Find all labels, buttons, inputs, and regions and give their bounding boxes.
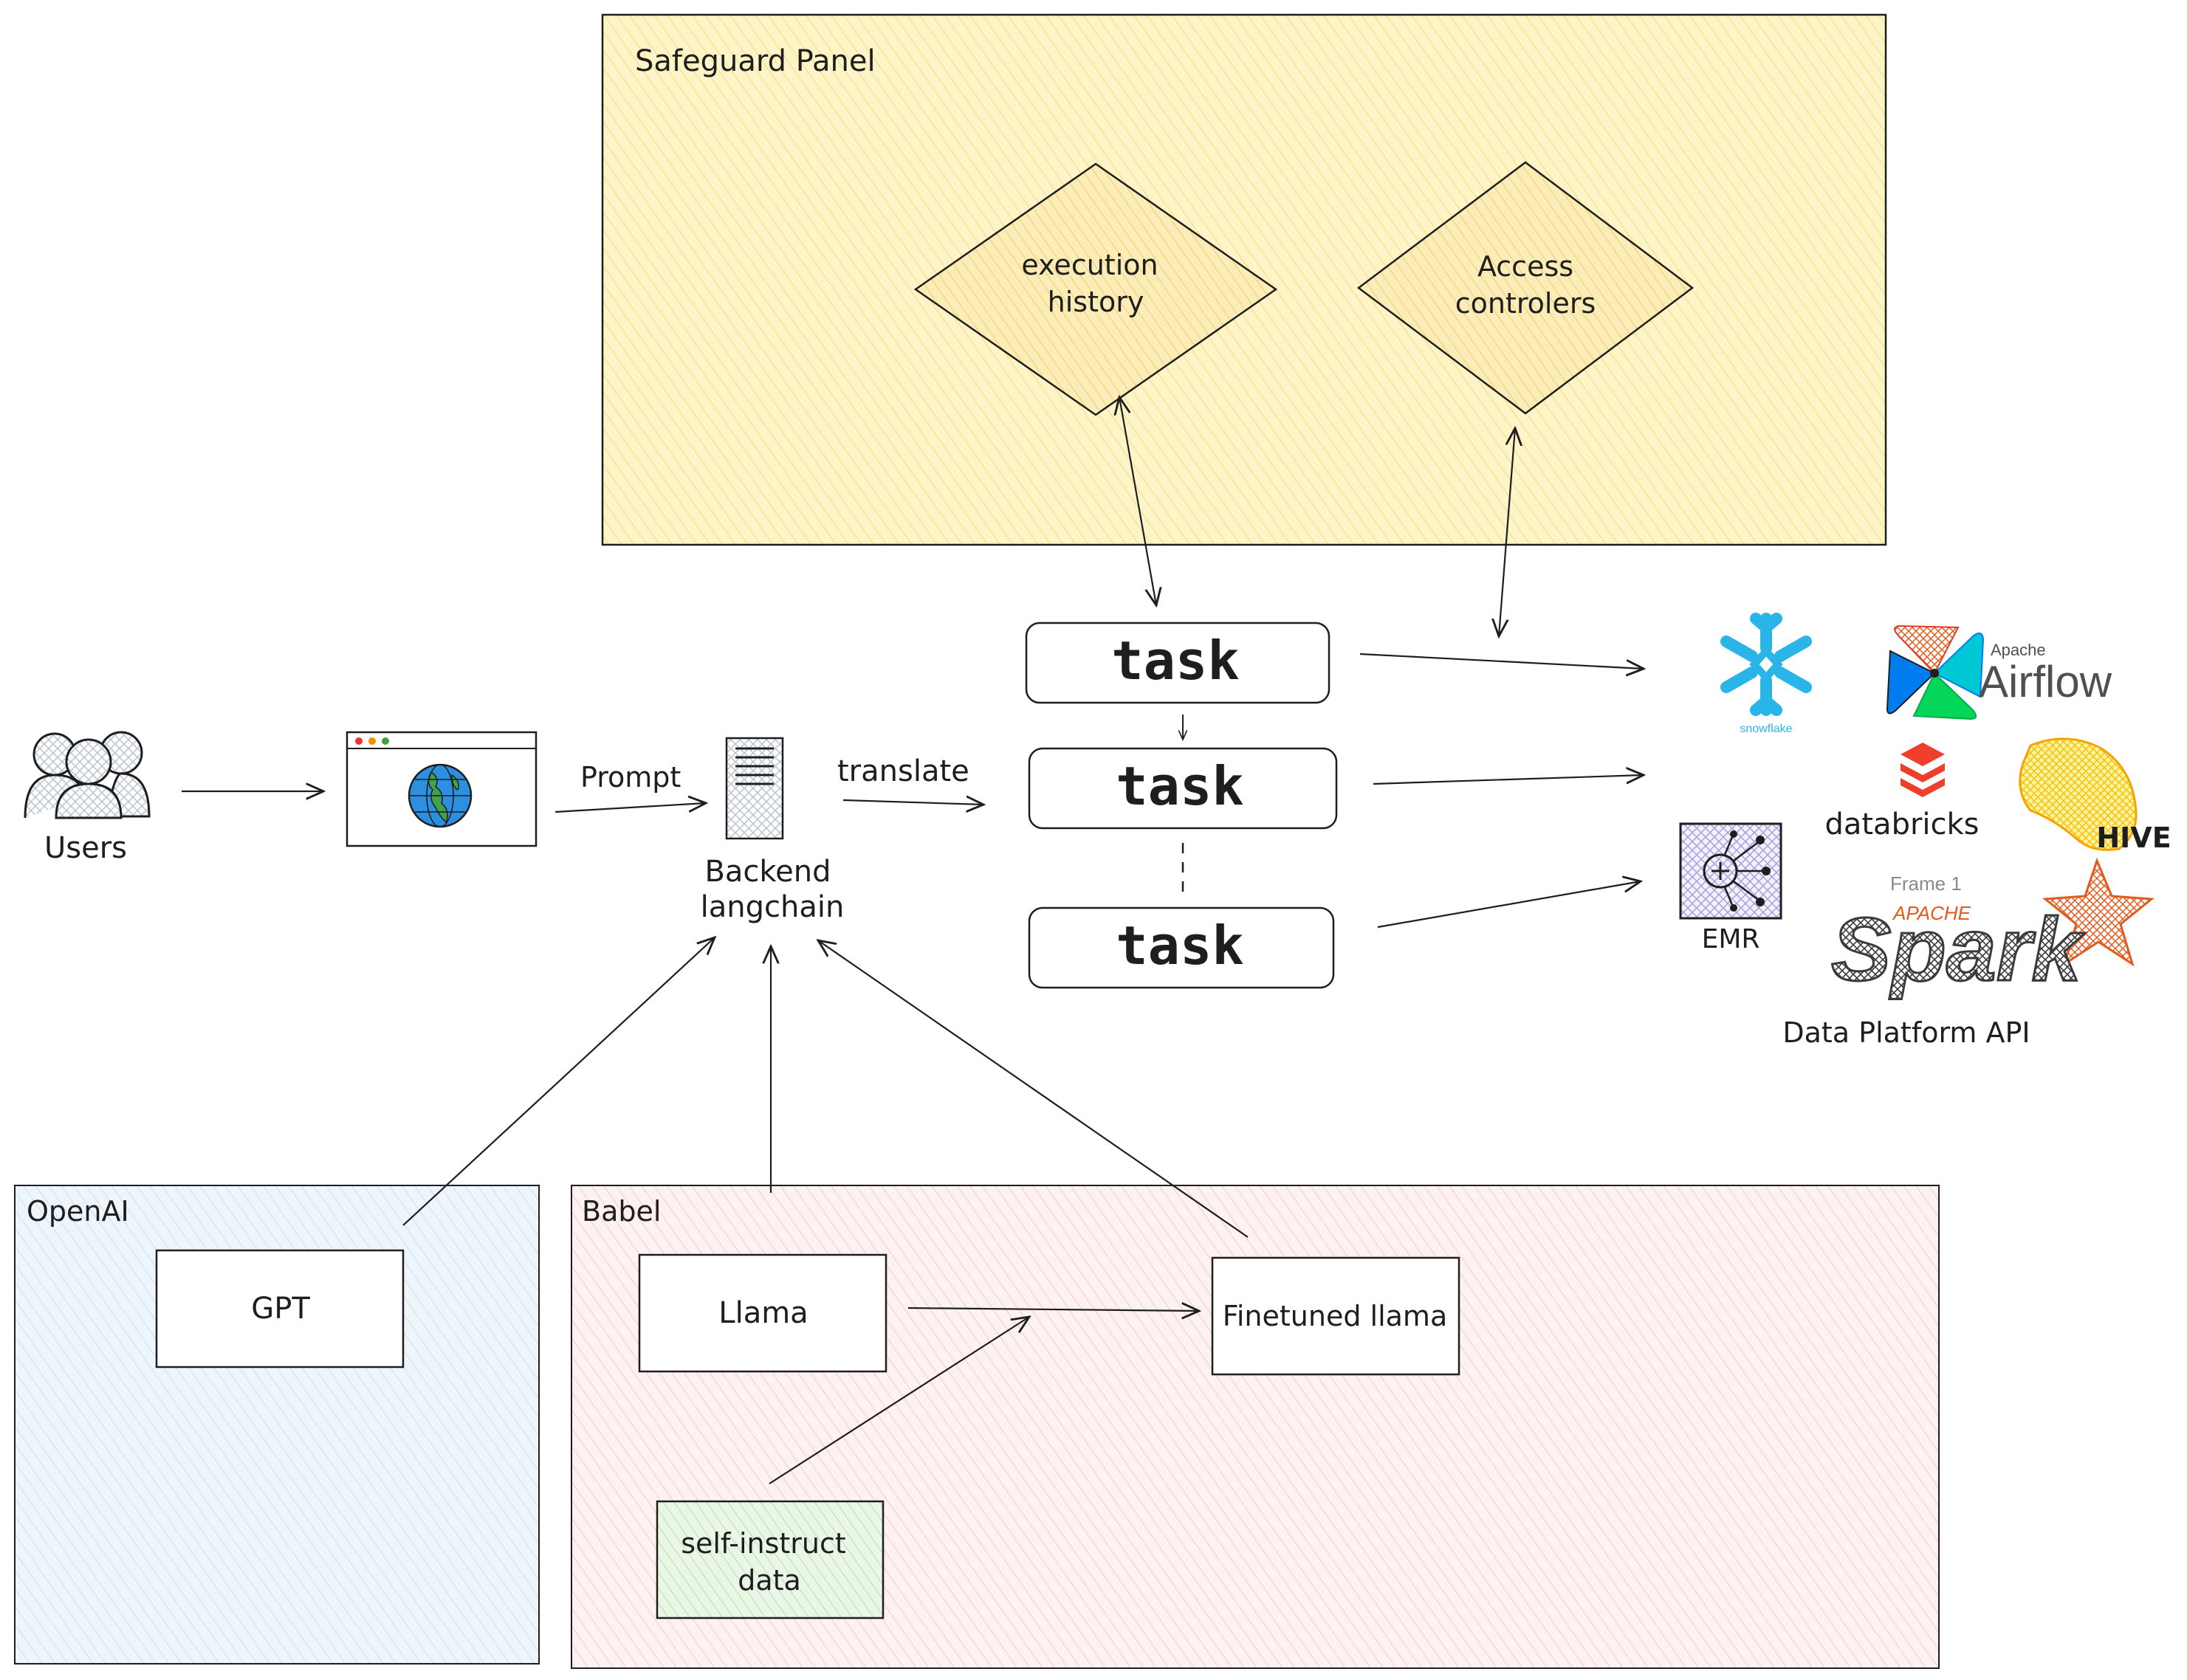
self-instruct-line2: data [738, 1564, 801, 1597]
frame-label: Frame 1 [1890, 872, 1962, 895]
task-box-3[interactable]: task [1028, 906, 1335, 989]
execution-history-diamond[interactable]: execution history [913, 162, 1278, 416]
task-box-1[interactable]: task [1025, 622, 1331, 704]
finetuned-llama-label: Finetuned llama [1223, 1300, 1447, 1332]
selfinstruct-arrow [769, 1317, 1029, 1484]
execution-task-arrow [1119, 397, 1156, 605]
translate-label: translate [837, 754, 969, 788]
airflow-label: Airflow [1979, 657, 2112, 706]
openai-title: OpenAI [27, 1195, 129, 1228]
finetuned-backend-arrow [818, 940, 1249, 1238]
databricks-label: databricks [1824, 808, 1979, 841]
browser-minimize-dot [368, 737, 376, 745]
babel-title: Babel [582, 1195, 661, 1228]
safeguard-panel-title: Safeguard Panel [635, 44, 876, 78]
finetuned-llama-box[interactable]: Finetuned llama [1211, 1256, 1460, 1376]
task-box-2[interactable]: task [1028, 747, 1338, 830]
browser-close-dot [355, 737, 363, 745]
data-platform-caption: Data Platform API [1782, 1016, 2030, 1049]
snowflake-logo: snowflake [1720, 613, 1812, 735]
babel-group: Babel Llama Finetuned llama self-instruc… [571, 1185, 1940, 1669]
hive-logo: HIVE [2019, 737, 2171, 854]
globe-icon [408, 763, 473, 828]
task3-platform-arrow [1377, 881, 1641, 929]
task1-platform-arrow [1359, 653, 1644, 669]
hive-label: HIVE [2096, 822, 2171, 854]
users-label: Users [44, 831, 127, 865]
databricks-logo: databricks [1824, 743, 1980, 841]
access-controlers-diamond[interactable]: Access controlers [1356, 161, 1695, 415]
safeguard-panel: Safeguard Panel execution history Access… [601, 13, 1887, 546]
server-icon[interactable] [725, 737, 784, 840]
task-label-2: task [1116, 755, 1243, 817]
browser-maximize-dot [382, 737, 389, 745]
spark-logo: Frame 1 APACHE Spark Data Platform API [1782, 857, 2155, 1049]
llama-box[interactable]: Llama [638, 1253, 887, 1373]
task2-platform-arrow [1373, 775, 1644, 785]
backend-label-line1: Backend [704, 855, 831, 889]
users-icon [24, 731, 151, 819]
openai-group: OpenAI GPT [14, 1185, 540, 1664]
prompt-label: Prompt [580, 761, 681, 793]
snowflake-label: snowflake [1740, 723, 1792, 735]
execution-history-line1: execution [1021, 249, 1158, 281]
self-instruct-data-box[interactable]: self-instruct data [656, 1500, 885, 1619]
access-task-arrow [1499, 428, 1515, 636]
gpt-label: GPT [251, 1292, 310, 1326]
airflow-logo: Apache Airflow [1886, 624, 2112, 720]
llama-finetuned-arrow [907, 1308, 1199, 1311]
translate-arrow [842, 800, 983, 805]
browser-window[interactable] [346, 731, 538, 847]
prompt-arrow [555, 803, 706, 813]
emr-label: EMR [1702, 924, 1760, 954]
emr-logo: EMR [1679, 822, 1782, 954]
task-label-3: task [1116, 915, 1243, 977]
airflow-small-label: Apache [1991, 641, 2046, 659]
gpt-backend-arrow [402, 937, 715, 1226]
backend-label-line2: langchain [701, 890, 845, 924]
gpt-box[interactable]: GPT [155, 1249, 405, 1369]
access-controlers-line1: Access [1477, 250, 1573, 283]
access-controlers-line2: controlers [1455, 287, 1596, 320]
self-instruct-line1: self-instruct [681, 1527, 846, 1560]
spark-label: Spark [1831, 899, 2085, 999]
llama-label: Llama [718, 1296, 808, 1330]
execution-history-line2: history [1048, 286, 1144, 318]
task-label-1: task [1111, 630, 1239, 692]
spark-small-label: APACHE [1892, 902, 1971, 924]
